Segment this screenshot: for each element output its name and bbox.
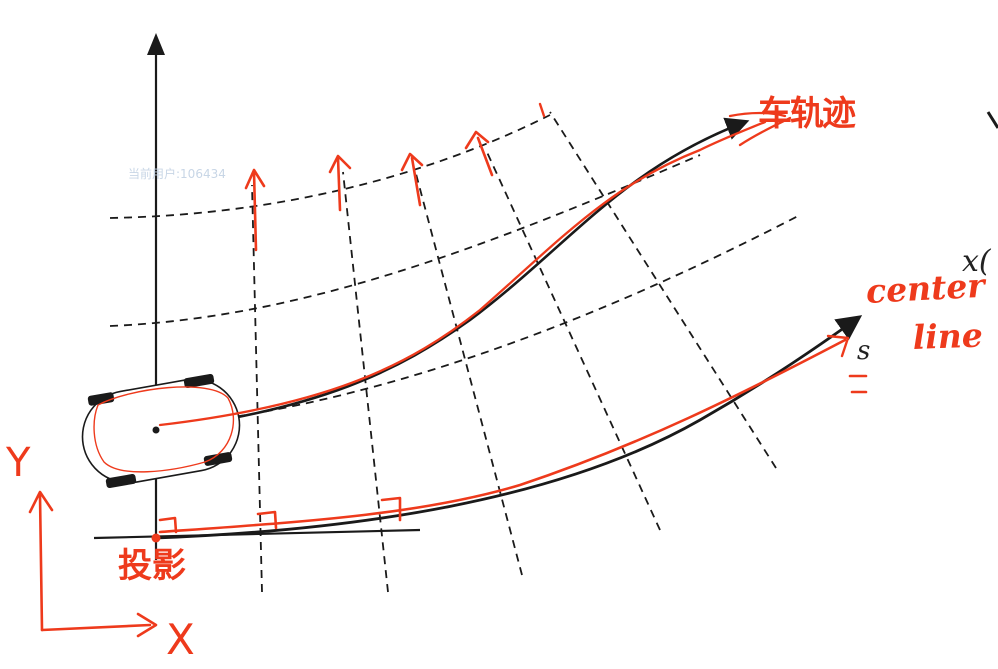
horizontal-axis	[93, 528, 421, 540]
partial-glyph-top-right	[986, 111, 998, 129]
red-y-axis-arrow	[28, 490, 54, 632]
y-axis-label: Y	[6, 440, 31, 486]
trajectory-curve	[155, 117, 750, 432]
lateral-line-1	[111, 214, 801, 431]
centerline-curve	[155, 315, 863, 540]
vertical-axis-arrowhead	[147, 33, 165, 55]
normal-lines	[251, 111, 777, 593]
car-wheel-rear-left	[105, 473, 137, 489]
red-tick-top	[538, 102, 546, 118]
red-trajectory-trace	[158, 120, 767, 427]
normal-line-1	[251, 184, 263, 593]
arc-length-label: s	[857, 336, 871, 366]
red-annotations	[28, 102, 868, 638]
centerline-label-word2: line	[912, 315, 984, 357]
right-angle-mark-1	[158, 516, 178, 534]
car-body	[81, 378, 241, 484]
red-centerline-trace	[158, 338, 847, 534]
red-centerline-arrowhead	[826, 334, 850, 358]
normal-line-2	[342, 171, 389, 593]
watermark-text: 当前用户:106434	[128, 167, 226, 181]
projection-point-label: 投影	[118, 546, 186, 586]
red-arrow-2	[328, 154, 352, 212]
car-reference-point	[152, 426, 160, 434]
projection-point-dot	[151, 533, 161, 543]
car-wheel-rear-right	[203, 452, 233, 466]
normal-line-4	[485, 149, 661, 531]
right-angle-mark-2	[256, 510, 278, 530]
car-wheel-front-left	[87, 392, 115, 406]
red-arrow-1	[244, 168, 266, 252]
car-red-outline	[93, 386, 235, 473]
red-arrow-3	[400, 152, 424, 207]
lateral-offset-lines	[109, 114, 801, 431]
normal-line-5	[549, 111, 777, 469]
red-arrow-4	[464, 130, 494, 177]
vehicle-sketch	[81, 373, 241, 489]
trajectory-label: 车轨迹	[758, 94, 856, 134]
red-x-axis-arrow	[40, 612, 158, 638]
red-trajectory-arrow-squiggle	[728, 111, 792, 147]
lateral-line-2	[109, 154, 701, 327]
red-equals-mark	[848, 374, 868, 394]
car-wheel-front-right	[183, 373, 215, 389]
normal-line-3	[414, 169, 523, 576]
lateral-line-3	[109, 114, 551, 219]
x-axis-label: X	[166, 615, 195, 664]
partial-x-label: x(	[962, 244, 991, 279]
right-angle-mark-3	[380, 496, 402, 522]
